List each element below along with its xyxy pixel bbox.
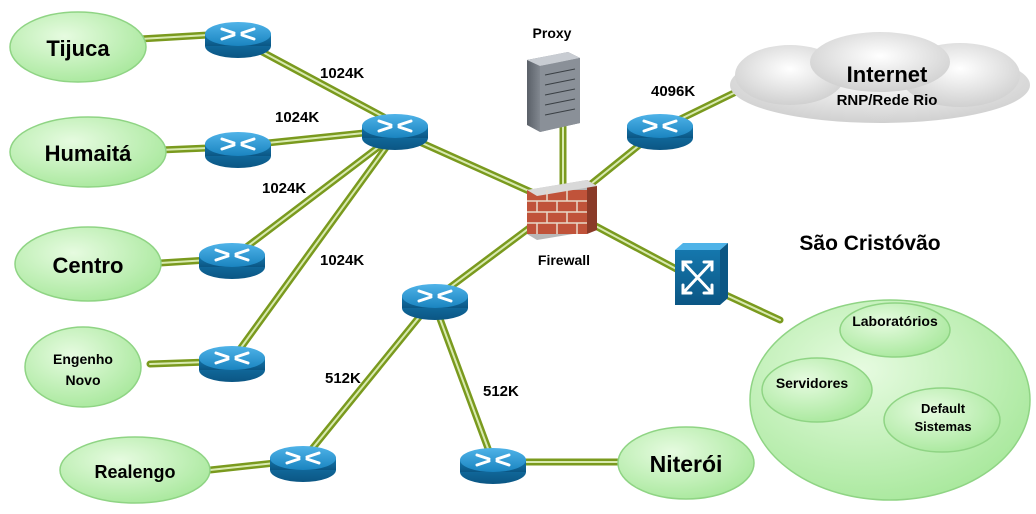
- router-core: [360, 112, 430, 152]
- firewall-icon: [527, 180, 597, 240]
- link-label-niteroi: 512K: [483, 383, 519, 400]
- internet-cloud-icon: [730, 32, 1030, 123]
- site-engenho-novo: Engenho Novo: [24, 326, 142, 408]
- link-label-tijuca: 1024K: [320, 65, 364, 82]
- site-centro: Centro: [14, 226, 162, 302]
- labs-zone: [839, 302, 951, 358]
- link-label-humaita: 1024K: [275, 109, 319, 126]
- servers-label: Servidores: [776, 375, 849, 391]
- router-engenho: [197, 344, 267, 384]
- labs-label: Laboratórios: [852, 313, 938, 329]
- site-label: Realengo: [94, 462, 175, 482]
- site-realengo: Realengo: [59, 436, 211, 504]
- servers-zone: [761, 357, 873, 423]
- site-label: Niterói: [650, 451, 723, 477]
- internet-title: Internet: [847, 62, 928, 87]
- proxy-server-icon: [527, 52, 580, 132]
- site-label: Tijuca: [46, 36, 110, 61]
- default-zone: [883, 387, 1001, 453]
- site-niteroi: Niterói: [617, 426, 755, 500]
- link-label-realengo: 512K: [325, 370, 361, 387]
- router-niteroi: [458, 446, 528, 486]
- router-realengo: [268, 444, 338, 484]
- proxy-label: Proxy: [533, 25, 572, 41]
- site-label: Humaitá: [45, 141, 133, 166]
- firewall-label: Firewall: [538, 252, 590, 268]
- router-distribution: [400, 282, 470, 322]
- site-label-line1: Engenho: [53, 351, 113, 367]
- default-label-line1: Default: [921, 401, 966, 416]
- campus-area: [749, 299, 1031, 501]
- router-tijuca: [203, 20, 273, 60]
- site-tijuca: Tijuca: [9, 11, 147, 83]
- router-edge: [625, 112, 695, 152]
- router-centro: [197, 241, 267, 281]
- link-label-internet: 4096K: [651, 83, 695, 100]
- site-humaita: Humaitá: [9, 116, 167, 188]
- link-label-engenho: 1024K: [320, 252, 364, 269]
- site-label-line2: Novo: [66, 372, 101, 388]
- switch-icon: [675, 243, 728, 305]
- site-label: Centro: [53, 253, 124, 278]
- default-label-line2: Sistemas: [914, 419, 971, 434]
- router-humaita: [203, 130, 273, 170]
- campus-title: São Cristóvão: [799, 232, 940, 255]
- link-label-centro: 1024K: [262, 180, 306, 197]
- internet-subtitle: RNP/Rede Rio: [837, 92, 938, 109]
